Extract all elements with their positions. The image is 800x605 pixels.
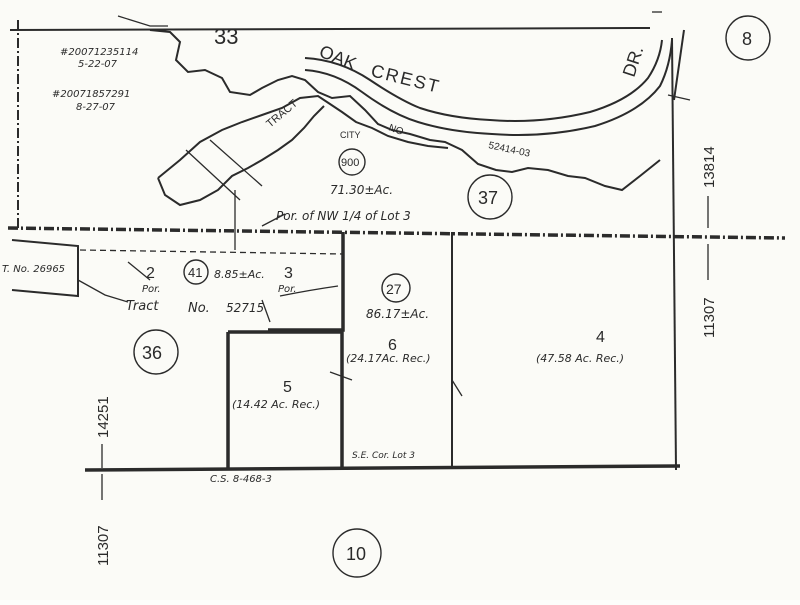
parcel-37-leader [261, 213, 286, 227]
tract-52715-number: 52715 [226, 301, 264, 315]
lot-5-number: 5 [283, 379, 292, 396]
tract-52715-label: Tract [126, 299, 159, 314]
lot-2-3-north-line [79, 249, 344, 255]
section-10-circle [332, 528, 382, 578]
parcel-27-area: 86.17±Ac. [366, 307, 429, 321]
oak-crest-road-north-edge [304, 39, 663, 122]
recording-note-3: #20071857291 [52, 89, 130, 100]
tract-number-label: 52414-03 [487, 140, 531, 160]
section-10-number: 10 [346, 544, 366, 564]
parcel-36-number: 36 [142, 343, 162, 363]
parcel-41-area: 8.85±Ac. [214, 268, 265, 281]
lot-4-area: (47.58 Ac. Rec.) [536, 352, 624, 365]
tract-52715-leader [261, 299, 271, 323]
lot-4-number: 4 [596, 329, 605, 346]
lot-2-number: 2 [146, 265, 155, 282]
lot-6-4-tick [451, 379, 463, 397]
recording-note-1: #20071235114 [60, 47, 138, 58]
tract-boundary-upper [149, 29, 661, 192]
survey-reference: C.S. 8-468-3 [210, 474, 272, 485]
lot-3-number: 3 [284, 265, 293, 282]
parcel-27-number: 27 [386, 281, 402, 297]
right-boundary-line [671, 37, 677, 471]
parcel-900-number: 900 [341, 157, 359, 169]
tract-label: TRACT [264, 97, 300, 130]
tract-hatch-1 [185, 149, 241, 201]
lot-5-area: (14.42 Ac. Rec.) [232, 398, 320, 411]
lot-3-east-line [268, 232, 345, 332]
tract-boundary-west [157, 105, 325, 207]
top-section-line [9, 27, 651, 31]
top-leader-line [117, 15, 168, 27]
road-right-edge [673, 29, 685, 101]
parcel-41-circle [183, 259, 209, 285]
parcel-900-circle [338, 148, 366, 176]
lot-6-area: (24.17Ac. Rec.) [346, 352, 431, 365]
road-name-oak: OAK [317, 41, 360, 74]
tract-leader [77, 279, 129, 303]
bottom-boundary-line [84, 464, 681, 472]
section-8-circle [725, 15, 771, 61]
lot-5-north-east [228, 330, 344, 468]
lot-3-note: Por. [278, 284, 297, 295]
parcel-37-description: Por. of NW 1/4 of Lot 3 [276, 209, 411, 223]
dimension-right-upper: 13814 [701, 146, 718, 188]
lot-6-number: 6 [388, 337, 397, 354]
section-number-33: 33 [214, 24, 238, 49]
section-line-middle [7, 226, 786, 240]
left-tract-reference: T. No. 26965 [2, 264, 65, 275]
parcel-27-circle [381, 273, 411, 303]
tract-hatch-2 [209, 139, 263, 187]
parcel-36-circle [133, 329, 179, 375]
corner-note: S.E. Cor. Lot 3 [352, 451, 415, 461]
parcel-41-number: 41 [188, 265, 202, 280]
tract-boundary-lower [157, 94, 449, 179]
road-end-tick [667, 94, 691, 101]
dimension-left-lower: 11307 [95, 525, 112, 566]
lot-2-leader [127, 261, 151, 281]
section-8-number: 8 [742, 29, 752, 49]
parcel-37-circle [467, 174, 513, 220]
city-label: CITY [340, 130, 361, 140]
road-name-dr: DR. [619, 44, 648, 80]
lot-6-tick [329, 371, 353, 381]
parcel-37-number: 37 [478, 188, 498, 208]
dimension-right-lower: 11307 [701, 297, 718, 338]
recording-note-4: 8-27-07 [76, 102, 116, 113]
dimension-left-upper: 14251 [95, 396, 112, 438]
road-name-crest: CREST [369, 60, 443, 97]
oak-crest-road-south-edge [304, 39, 673, 136]
lot-2-note: Por. [142, 284, 161, 295]
recording-note-2: 5-22-07 [78, 59, 118, 70]
city-parcel-area: 71.30±Ac. [330, 183, 393, 197]
lot-3-leader [279, 285, 339, 297]
tract-no-label: NO [387, 122, 405, 138]
tract-52715-no: No. [188, 301, 210, 316]
left-small-parcel [11, 239, 79, 298]
